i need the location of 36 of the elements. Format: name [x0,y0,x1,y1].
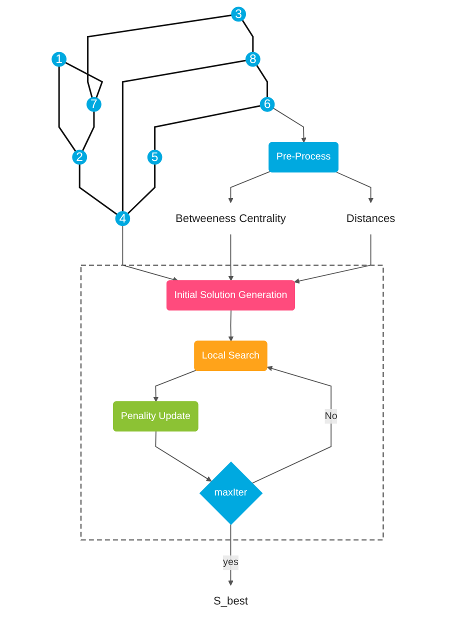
node-circle: 3 [230,6,246,22]
arrow [228,234,234,282]
connector [121,60,246,212]
connector [64,62,103,98]
arrow [294,234,371,284]
connector [126,164,156,214]
arrow [335,172,374,204]
arrow [122,225,178,282]
arrow [152,370,196,402]
arrow [228,171,270,204]
connector [154,105,260,150]
connector [58,66,76,152]
node-circle: 4 [114,211,130,226]
edge-label: No [324,410,337,422]
arrow [228,310,234,342]
node-diamond: maxIter [198,462,262,525]
connector [241,20,254,52]
node-circle: 6 [259,96,274,112]
node-text: Distances [346,212,395,224]
node-circle: 2 [72,150,87,165]
node-circle: 5 [146,150,162,165]
connector [78,164,117,216]
arrow [251,366,332,484]
node-circle: 1 [51,52,66,67]
node-circle: 7 [86,96,101,112]
node-circle: 8 [245,52,260,67]
cluster [80,264,384,540]
connector [82,112,94,152]
arrow [272,108,306,143]
arrow [228,524,233,586]
connector [86,14,232,98]
edge-label: yes [222,557,238,568]
connector [256,64,268,98]
node-text: Betweeness Centrality [175,212,286,224]
arrow [154,430,212,482]
node-text: S_best [212,594,248,608]
